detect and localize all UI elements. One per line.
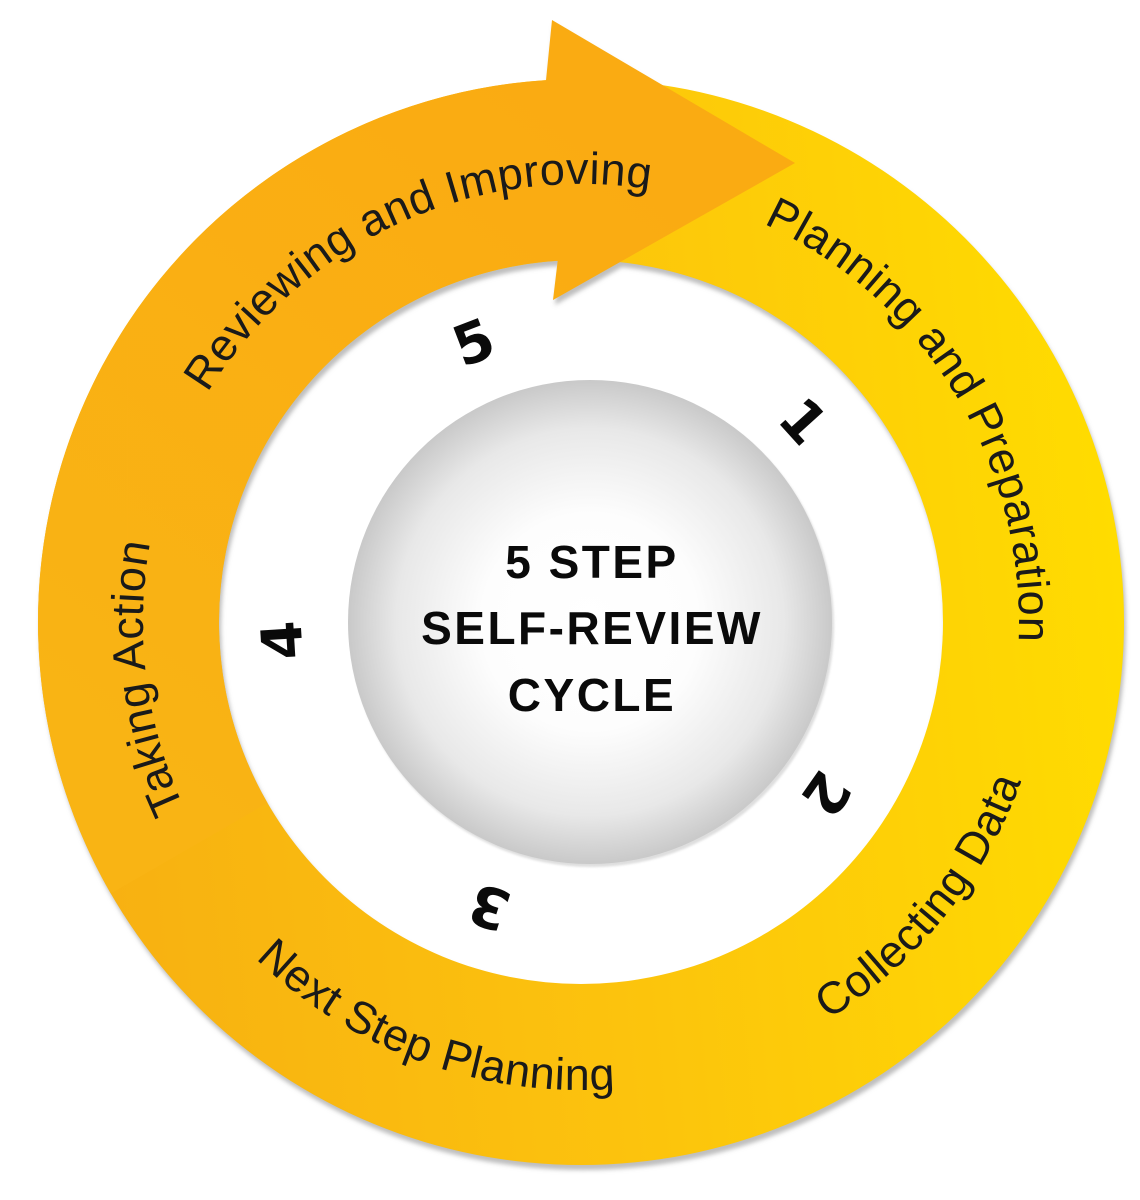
center-circle bbox=[348, 380, 832, 864]
center-title: 5 STEP SELF-REVIEW CYCLE bbox=[421, 536, 763, 721]
cycle-arrow bbox=[38, 20, 795, 894]
step-number-2: 2 bbox=[788, 759, 864, 828]
step-number-1: 1 bbox=[765, 386, 839, 458]
step-number-3: 3 bbox=[461, 869, 518, 943]
center-title-line2: SELF-REVIEW bbox=[421, 602, 763, 654]
step-number-4: 4 bbox=[250, 619, 317, 662]
step-number-5: 5 bbox=[444, 306, 504, 381]
center-title-line1: 5 STEP bbox=[505, 536, 679, 588]
center-title-line3: CYCLE bbox=[508, 669, 676, 721]
